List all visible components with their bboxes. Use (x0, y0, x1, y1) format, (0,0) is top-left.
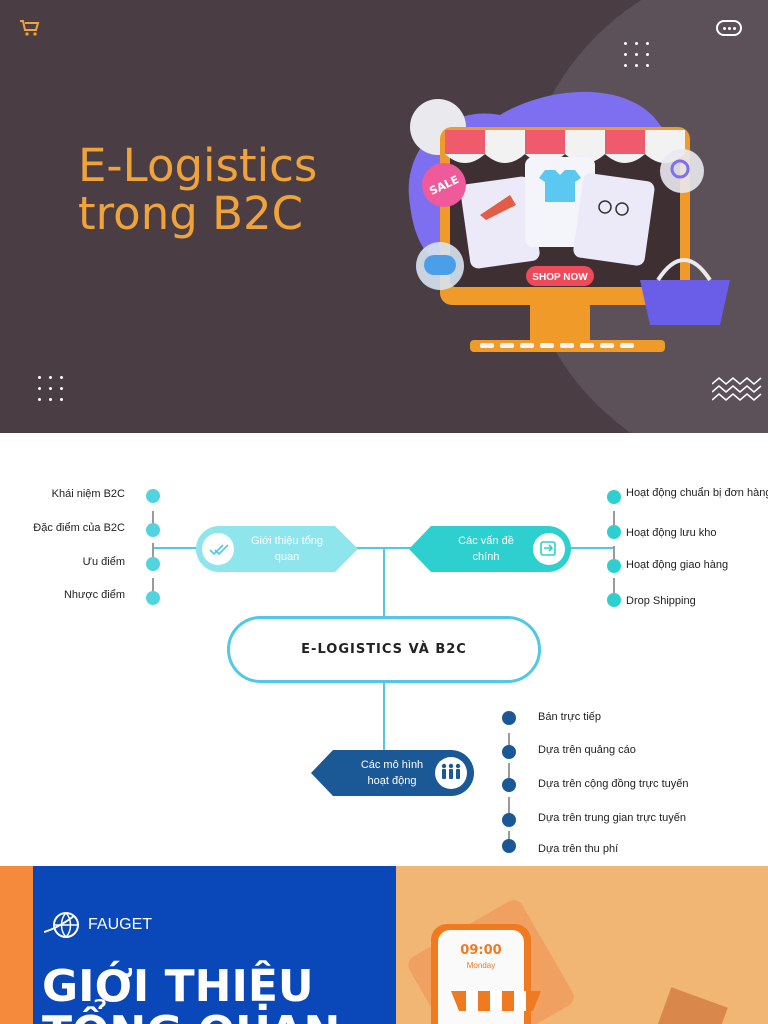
left-item-1: Khái niệm B2C (51, 488, 125, 500)
title-line-1: E-Logistics (78, 139, 318, 192)
online-shop-illustration: SALE SHOP NOW (408, 91, 730, 352)
node-dot (607, 525, 621, 539)
node-dot (502, 839, 516, 853)
phone-shop-illustration: 09:00 Monday (408, 900, 728, 1024)
title-slide: E-Logistics trong B2C SALE (0, 0, 768, 433)
node-dot (502, 778, 516, 792)
node-dot (502, 745, 516, 759)
bottom-item-3: Dựa trên cộng đồng trực tuyến (538, 778, 689, 790)
right-item-2: Hoạt động lưu kho (626, 527, 717, 539)
bottom-hub-label: Các mô hình hoạt động (360, 759, 424, 787)
blue-panel (33, 866, 396, 1024)
node-dot (607, 490, 621, 504)
decor-dots (624, 42, 649, 67)
right-item-4: Drop Shipping (626, 595, 696, 607)
mindmap-slide: Khái niệm B2C Đặc điểm của B2C Ưu điểm N… (0, 433, 768, 866)
bottom-item-1: Bán trực tiếp (538, 711, 602, 723)
section-title: GIỚI THIỆU TỔNG QUAN (42, 964, 340, 1024)
left-item-2: Đặc điểm của B2C (33, 522, 125, 534)
bottom-item-5: Dựa trên thu phí (538, 843, 619, 855)
left-item-3: Ưu điểm (82, 556, 125, 568)
section-title-line-2: TỔNG QUAN (42, 1010, 340, 1024)
globe-logo-icon (44, 912, 79, 938)
node-dot (607, 559, 621, 573)
node-dot (146, 523, 160, 537)
node-dot (146, 489, 160, 503)
shop-now-button: SHOP NOW (532, 272, 588, 283)
bottom-item-2: Dựa trên quảng cáo (538, 744, 636, 756)
brand-name: FAUGET (88, 916, 153, 933)
left-hub-label: Giới thiệu tổng quan (250, 535, 324, 563)
zigzag-decor (712, 377, 762, 401)
bottom-item-4: Dựa trên trung gian trực tuyến (538, 812, 687, 824)
section-title-line-1: GIỚI THIỆU (42, 961, 314, 1012)
node-dot (146, 557, 160, 571)
mindmap-connectors (152, 511, 615, 841)
orange-stripe (0, 866, 33, 1024)
right-item-1: Hoạt động chuẩn bị đơn hàng (626, 487, 768, 499)
clock-day: Monday (467, 961, 495, 970)
slide-title: E-Logistics trong B2C (78, 142, 317, 238)
node-dot (146, 591, 160, 605)
right-item-3: Hoạt động giao hàng (626, 559, 729, 571)
illustration-panel: 09:00 Monday (396, 866, 768, 1024)
right-hub-shape (409, 526, 571, 572)
node-dot (502, 813, 516, 827)
more-options-icon[interactable] (716, 20, 742, 36)
left-hub-shape (196, 526, 358, 572)
clock-time: 09:00 (460, 943, 501, 958)
right-hub-label: Các vấn đề chính (458, 535, 514, 563)
node-dot (502, 711, 516, 725)
decor-dots (38, 376, 63, 401)
brand-logo: FAUGET (44, 910, 152, 940)
node-dot (607, 593, 621, 607)
cart-icon[interactable] (20, 20, 40, 36)
left-item-4: Nhược điểm (63, 589, 125, 601)
bottom-hub-shape (311, 750, 474, 796)
title-line-2: trong B2C (78, 187, 303, 240)
intro-slide: 09:00 Monday FAUGET GIỚI THIỆU TỔNG QUAN (0, 866, 768, 1024)
center-topic: E-LOGISTICS VÀ B2C (227, 616, 541, 683)
